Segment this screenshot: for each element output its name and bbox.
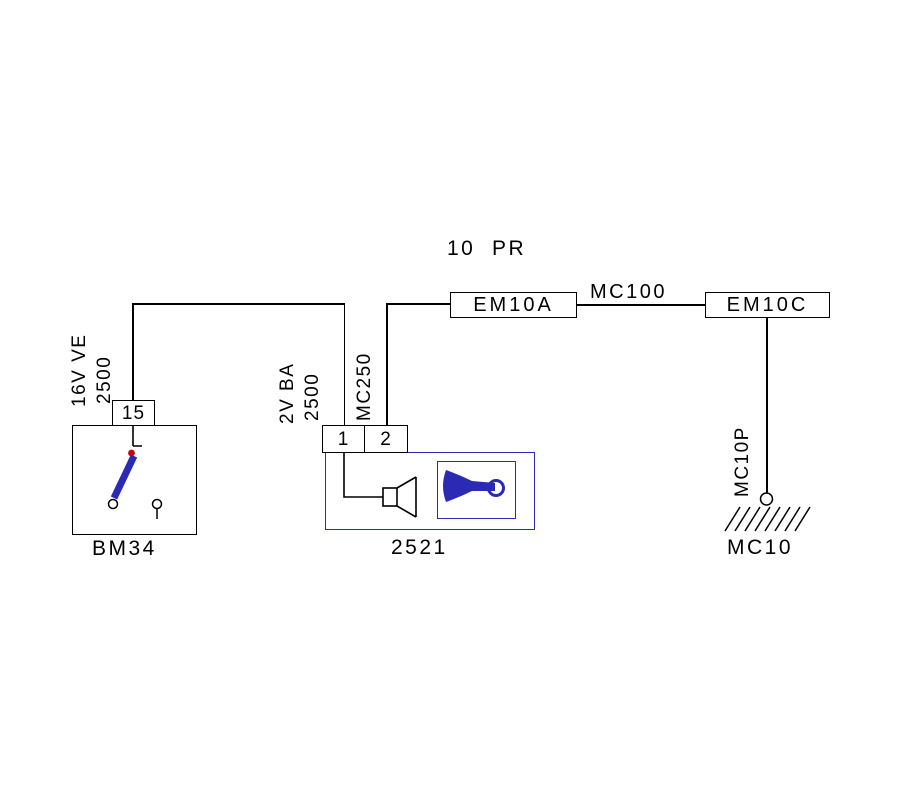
connector-em10a: EM10A bbox=[450, 292, 577, 318]
pin-2-box: 2 bbox=[364, 425, 408, 453]
wire-16v-ve-label: 16V VE bbox=[69, 333, 90, 407]
wire-mc250-horizontal bbox=[386, 303, 450, 305]
horn-icon bbox=[443, 470, 505, 502]
wire-mc10p bbox=[766, 318, 768, 494]
ground-hatch bbox=[724, 506, 811, 532]
horn-speaker-icon bbox=[343, 453, 417, 518]
horn-icon-box bbox=[437, 461, 516, 519]
horn-internal-wire bbox=[343, 453, 383, 498]
connector-em10a-label: EM10A bbox=[473, 294, 554, 316]
pin-2-label: 2 bbox=[380, 428, 392, 450]
switch-terminal-right bbox=[151, 498, 163, 510]
wire-mc10p-label: MC10P bbox=[732, 426, 753, 497]
wire-mc250-vertical bbox=[386, 303, 388, 425]
wire-2500-switch-vertical bbox=[132, 303, 134, 400]
wire-2500-left-label: 2500 bbox=[94, 355, 115, 404]
horn-curl bbox=[487, 479, 505, 497]
wire-mc100-label: MC100 bbox=[590, 281, 667, 303]
bm34-box bbox=[72, 425, 197, 535]
pin-1-label: 1 bbox=[337, 428, 350, 450]
ignition-switch-icon bbox=[107, 425, 163, 519]
wire-2500-horn-label: 2500 bbox=[302, 372, 323, 421]
connector-em10c-label: EM10C bbox=[726, 294, 809, 316]
ground-icon bbox=[724, 492, 811, 532]
pin-1-box: 1 bbox=[322, 425, 365, 453]
wire-mc250-label: MC250 bbox=[354, 352, 375, 421]
switch-contact-dot bbox=[128, 449, 135, 457]
wire-2500-horizontal bbox=[132, 303, 345, 305]
horn-bell bbox=[443, 470, 472, 502]
horn-2521-label: 2521 bbox=[391, 536, 448, 559]
pin-15-label: 15 bbox=[121, 402, 146, 424]
wire-gauge-label: 10 PR bbox=[447, 237, 527, 260]
wire-2v-ba-label: 2V BA bbox=[277, 362, 298, 424]
pin-15-box: 15 bbox=[112, 400, 155, 426]
wire-mc100 bbox=[577, 304, 705, 306]
switch-terminal-left bbox=[107, 498, 119, 510]
speaker-body bbox=[382, 487, 398, 507]
wire-2500-horn-vertical bbox=[343, 303, 346, 425]
horn-unit-box bbox=[325, 452, 535, 530]
ground-terminal bbox=[759, 492, 774, 506]
ground-mc10-label: MC10 bbox=[727, 536, 794, 559]
bm34-label: BM34 bbox=[92, 537, 157, 560]
switch-feed-stub bbox=[132, 425, 142, 447]
connector-em10c: EM10C bbox=[705, 292, 830, 318]
switch-lever bbox=[110, 454, 138, 500]
speaker-cone bbox=[396, 476, 417, 518]
